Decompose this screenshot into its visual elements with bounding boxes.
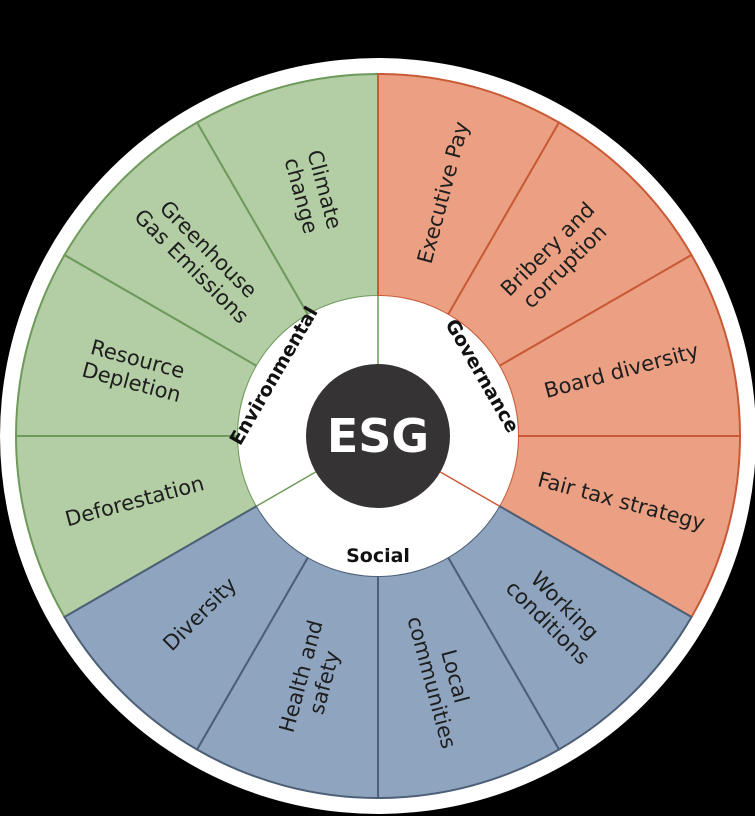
pillar-label-social: Social (346, 545, 410, 567)
esg-core-label: ESG (327, 409, 429, 463)
pillar-divider-3 (256, 471, 317, 507)
pillar-dividers (256, 296, 500, 507)
segment-layer (14, 72, 742, 800)
esg-core-circle (306, 364, 450, 508)
pillar-divider-2 (439, 471, 500, 507)
